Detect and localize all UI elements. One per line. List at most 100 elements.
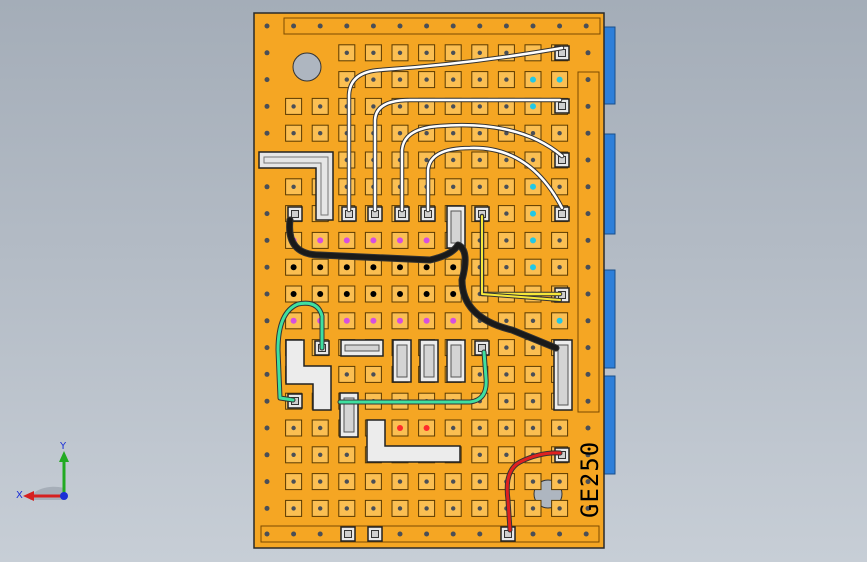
pad-hole bbox=[423, 237, 430, 244]
edge-hole bbox=[264, 211, 270, 217]
component[interactable] bbox=[419, 339, 439, 383]
component[interactable] bbox=[392, 339, 412, 383]
edge-hole bbox=[585, 425, 591, 431]
edge-hole bbox=[477, 531, 483, 537]
component[interactable] bbox=[446, 339, 466, 383]
red-wire[interactable] bbox=[505, 451, 562, 532]
edge-hole bbox=[585, 479, 591, 485]
pad-hole bbox=[504, 211, 509, 216]
edge-hole bbox=[264, 291, 270, 297]
yellow-wire[interactable] bbox=[481, 215, 561, 301]
edge-hole bbox=[397, 531, 403, 537]
pad-hole bbox=[397, 291, 403, 297]
edge-hole bbox=[291, 23, 297, 29]
component-inner bbox=[396, 344, 408, 378]
pin-center bbox=[558, 210, 566, 218]
edge-hole bbox=[264, 452, 270, 458]
component-inner bbox=[450, 344, 462, 378]
pad-hole bbox=[397, 425, 403, 431]
triad-x-label: X bbox=[16, 490, 23, 501]
white-wire[interactable] bbox=[373, 98, 562, 212]
pad-hole bbox=[424, 131, 429, 136]
edge-hole bbox=[264, 50, 270, 56]
pad-hole bbox=[423, 425, 430, 431]
pad-hole bbox=[370, 291, 377, 297]
pad-hole bbox=[451, 157, 456, 163]
white-wire[interactable] bbox=[426, 146, 564, 212]
pad-hole bbox=[318, 131, 323, 136]
board-label: GE250 bbox=[576, 441, 604, 518]
pad-hole bbox=[530, 372, 536, 377]
component[interactable] bbox=[553, 339, 573, 411]
edge-hole bbox=[264, 398, 270, 404]
pin-header[interactable] bbox=[420, 206, 436, 222]
component[interactable] bbox=[340, 339, 384, 357]
pad-hole bbox=[423, 317, 430, 324]
pad-hole bbox=[557, 238, 562, 243]
pin-header[interactable] bbox=[367, 526, 383, 542]
component-inner bbox=[344, 344, 380, 352]
green-wire[interactable] bbox=[276, 301, 324, 402]
green-wire[interactable] bbox=[338, 350, 488, 404]
pad-hole bbox=[557, 479, 562, 484]
edge-hole bbox=[264, 77, 270, 83]
edge-hole bbox=[344, 23, 350, 29]
pad-hole bbox=[371, 77, 376, 82]
component-inner bbox=[450, 210, 462, 244]
triad-x-arrow bbox=[23, 491, 34, 501]
pad-hole bbox=[424, 506, 429, 511]
pad-hole bbox=[504, 318, 509, 323]
black-wire[interactable] bbox=[287, 217, 559, 351]
pad-hole bbox=[371, 479, 376, 484]
pad-hole bbox=[530, 103, 536, 110]
edge-hole bbox=[317, 23, 323, 29]
pad-hole bbox=[477, 425, 482, 431]
pad-hole bbox=[371, 50, 376, 55]
pad-hole bbox=[397, 237, 403, 244]
pad-hole bbox=[530, 210, 536, 217]
pad-hole bbox=[423, 291, 430, 297]
pad-hole bbox=[290, 264, 297, 271]
edge-hole bbox=[585, 157, 591, 163]
component-inner bbox=[557, 344, 569, 406]
pad-hole bbox=[477, 157, 482, 163]
pad-hole bbox=[450, 291, 457, 297]
pad-hole bbox=[397, 317, 403, 324]
pad-hole bbox=[451, 104, 456, 109]
edge-hole bbox=[264, 184, 270, 190]
edge-hole bbox=[424, 23, 430, 29]
pad-hole bbox=[477, 479, 482, 484]
bracket-part[interactable] bbox=[258, 151, 334, 221]
pad-hole bbox=[424, 479, 429, 484]
edge-hole bbox=[264, 479, 270, 485]
pin-header[interactable] bbox=[341, 206, 357, 222]
pad-hole bbox=[450, 264, 457, 271]
edge-hole bbox=[583, 23, 589, 29]
white-wire[interactable] bbox=[400, 123, 564, 212]
pin-header[interactable] bbox=[554, 206, 570, 222]
edge-hole bbox=[557, 23, 563, 29]
edge-hole bbox=[557, 531, 563, 537]
pad-hole bbox=[318, 479, 323, 484]
pad-hole bbox=[477, 77, 482, 82]
pad-hole bbox=[530, 399, 536, 404]
pad-hole bbox=[317, 237, 324, 244]
edge-hole bbox=[585, 264, 591, 270]
l-component[interactable] bbox=[285, 339, 332, 411]
edge-hole bbox=[450, 531, 456, 537]
l-component[interactable] bbox=[366, 419, 461, 463]
pin-center bbox=[291, 210, 299, 218]
pad-hole bbox=[344, 50, 349, 55]
triad-z-axis bbox=[60, 492, 68, 500]
pin-header[interactable] bbox=[554, 98, 570, 114]
pin-header[interactable] bbox=[340, 526, 356, 542]
white-wire[interactable] bbox=[347, 46, 564, 212]
pad-hole bbox=[451, 77, 456, 82]
stripboard[interactable]: GE250 bbox=[253, 12, 616, 549]
pad-hole bbox=[530, 131, 536, 136]
side-connector bbox=[602, 26, 616, 105]
pin-center bbox=[344, 530, 352, 538]
component[interactable] bbox=[446, 205, 466, 249]
pad-hole bbox=[530, 183, 536, 190]
